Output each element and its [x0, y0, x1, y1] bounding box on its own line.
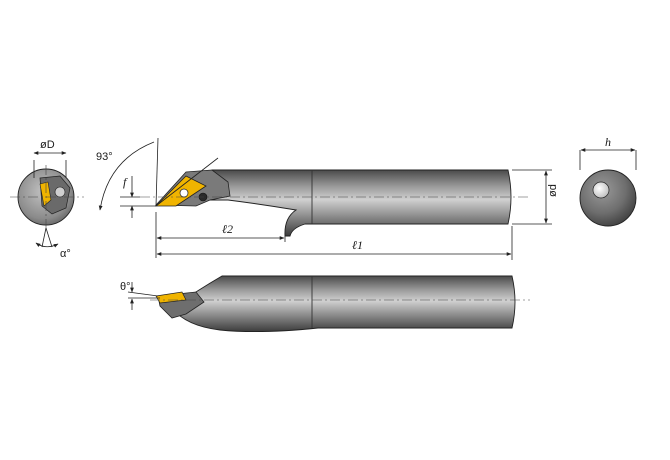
label-f: f — [123, 175, 128, 189]
end-view-disc — [579, 169, 637, 227]
top-view-shank — [199, 169, 512, 237]
label-phi-d: ød — [547, 184, 559, 197]
label-alpha: α° — [60, 248, 71, 260]
label-h: h — [605, 135, 611, 149]
label-phi-D: øD — [40, 139, 55, 151]
label-angle-93: 93° — [96, 151, 113, 163]
label-l2: ℓ2 — [222, 222, 233, 236]
side-view: θ° — [120, 275, 530, 333]
end-view-coolant-hole — [592, 181, 610, 199]
end-view: h — [579, 135, 637, 227]
top-view: 93° f ℓ2 ℓ1 ød — [96, 137, 559, 260]
front-view-insert — [39, 181, 52, 207]
side-view-shank — [171, 275, 516, 333]
label-theta: θ° — [120, 281, 131, 293]
top-view-insert-screw — [179, 188, 189, 198]
front-view-screw — [54, 186, 66, 198]
front-view: øD α° — [10, 139, 84, 260]
label-l1: ℓ1 — [352, 238, 363, 252]
